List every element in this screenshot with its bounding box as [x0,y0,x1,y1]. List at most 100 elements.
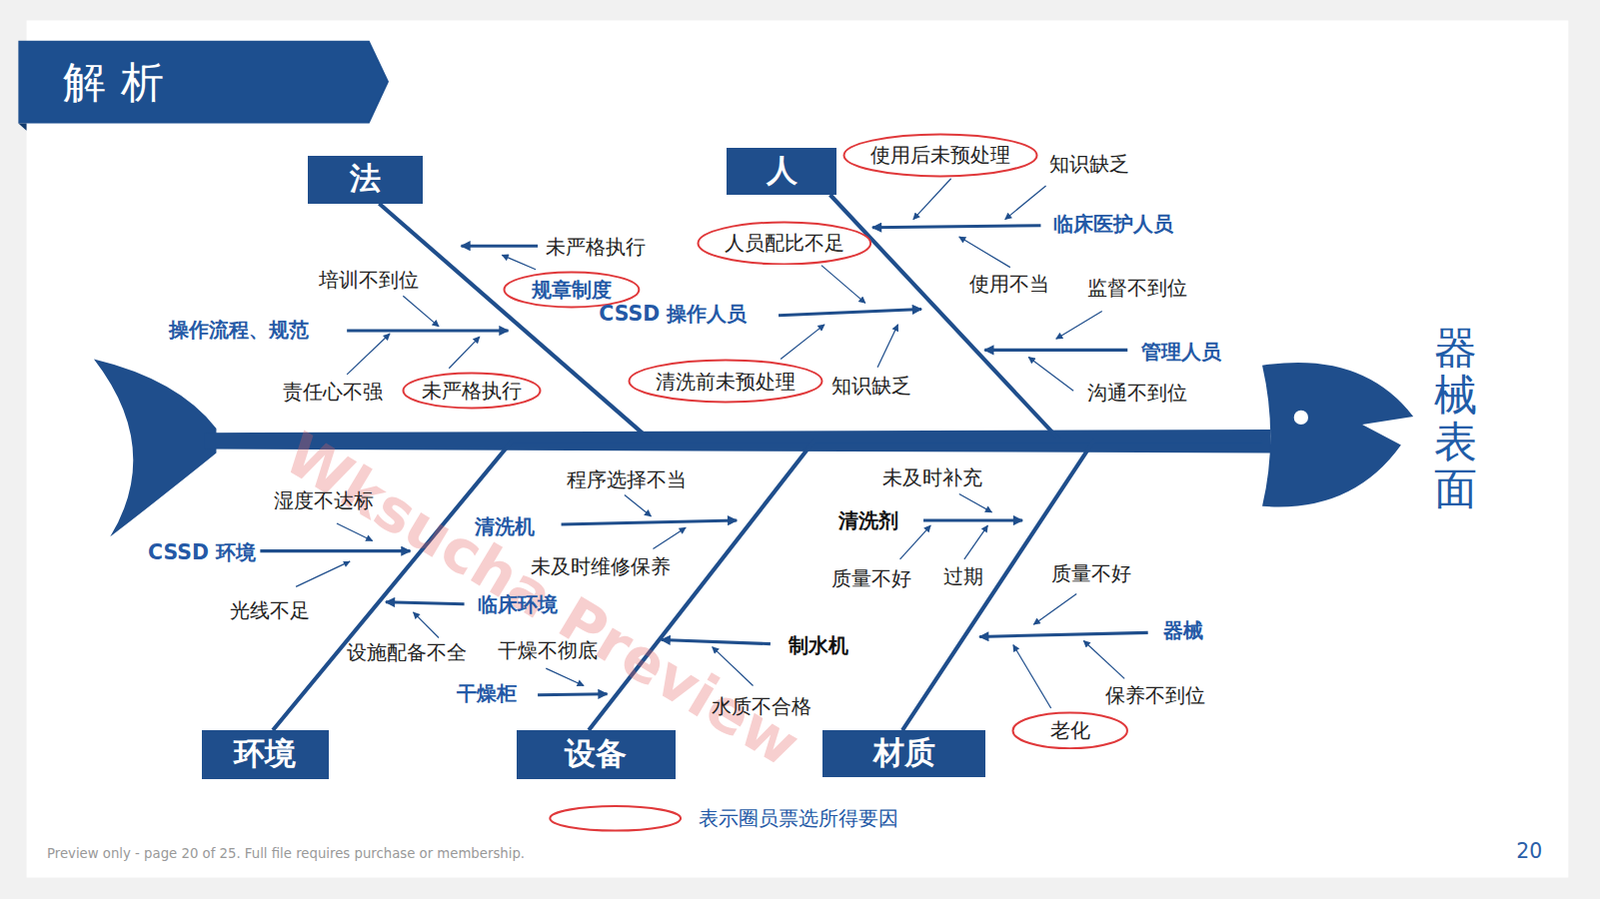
sub-bone-arrow [984,348,1128,352]
cause-text: 培训不到位 [318,267,419,293]
sub-category: 临床环境 [477,592,558,618]
cause-text: 程序选择不当 [566,467,687,493]
key-cause-ellipse: 未严格执行 [401,371,542,410]
banner-fold [17,123,26,131]
cause-arrow [821,265,866,304]
ellipse-shape [628,360,822,403]
category-label: 法 [349,160,381,198]
category-box: 设备 [516,730,676,780]
cause-arrow [1033,594,1077,626]
cause-text: 使用不当 [969,271,1050,297]
cause-arrow [780,324,825,360]
category-box: 环境 [201,730,329,780]
cause-arrow [501,254,536,269]
cause-arrow [913,178,952,220]
sub-bone-arrow [872,225,1041,228]
category-box: 材质 [822,730,986,778]
sub-bone-arrow [346,328,508,332]
key-cause-text: 使用后未预处理 [870,142,1011,168]
cause-text: 质量不好 [1051,561,1132,587]
cause-arrow [1028,357,1074,392]
main-bone [830,194,1263,441]
effect-label: 器械表面 [1434,324,1478,514]
main-bone [378,203,1263,441]
fish-head-outline [1262,362,1414,507]
fish-eye [1294,409,1309,424]
key-cause-text: 清洗前未预处理 [655,369,796,395]
category-label: 材质 [873,735,936,773]
sub-bone-arrow [537,694,607,696]
cause-arrow [1013,645,1052,709]
slide-title: 解析 [62,56,179,108]
cause-arrow [624,494,652,516]
cause-arrow [295,561,350,588]
ellipse-shape [503,271,639,307]
key-cause-text: 老化 [1050,718,1091,744]
key-cause-text: 未严格执行 [421,378,522,404]
cause-arrow [959,236,1011,268]
fish-head: 器械表面 [1260,324,1486,519]
cause-text: 未严格执行 [545,234,646,260]
cause-text: 湿度不达标 [273,488,374,514]
cause-arrow [959,493,993,512]
cause-text: 责任心不强 [282,379,383,405]
cause-text: 水质不合格 [711,693,812,719]
sub-bone-arrow [259,549,410,553]
cause-text: 监督不到位 [1087,275,1188,301]
legend-swatch [549,806,681,832]
sub-category: 清洗剂 [838,507,899,533]
sub-category: 干燥柜 [456,681,517,707]
cause-text: 质量不好 [831,566,912,592]
key-cause-ellipse: 人员配比不足 [696,220,873,266]
cause-arrow [652,527,686,549]
cause-text: 未及时维修保养 [530,553,671,579]
cause-arrow [712,647,754,687]
cause-arrow [346,333,390,375]
cause-arrow [1005,185,1047,220]
category-label: 设备 [564,736,627,774]
title-banner [17,40,389,124]
sub-bone-arrow [561,520,738,525]
slide-card [26,19,1570,878]
sub-bone-arrow [661,640,771,645]
cause-text: 干燥不彻底 [497,638,598,664]
category-box: 法 [307,155,423,204]
cause-arrow [545,668,584,686]
ellipse-shape [402,373,540,409]
cause-arrow [402,295,439,327]
key-cause-ellipse: 老化 [1011,711,1129,751]
sub-category: 制水机 [788,633,849,659]
sub-category: 清洗机 [474,514,535,540]
cause-text: 保养不到位 [1105,683,1206,709]
main-bone [272,440,1263,731]
cause-arrow [413,612,440,639]
ellipse-shape [698,221,872,264]
cause-arrow [964,525,988,560]
category-label: 人 [766,152,798,190]
ellipse-shape [1013,712,1128,749]
sub-bone-arrow [979,632,1148,637]
cause-text: 光线不足 [229,597,310,623]
sub-category: CSSD 操作人员 [598,301,747,327]
sub-category: 操作流程、规范 [168,317,309,343]
sub-category: 器械 [1163,618,1204,644]
preview-note: Preview only - page 20 of 25. Full file … [46,846,525,863]
key-cause-ellipse: 使用后未预处理 [842,132,1039,178]
key-cause-text: 人员配比不足 [724,230,845,256]
sub-category: 临床医护人员 [1053,210,1174,236]
sub-bone-arrow [923,518,1023,522]
main-bone [588,440,1263,731]
sub-bone-arrow [461,244,539,248]
sub-category: 管理人员 [1141,339,1222,365]
category-label: 环境 [233,736,296,774]
cause-arrow [900,525,932,560]
ellipse-shape [844,133,1038,176]
cause-text: 设施配备不全 [346,640,467,666]
page-number: 20 [1516,838,1543,864]
sub-category: CSSD 环境 [147,540,256,566]
sub-bone-arrow [385,602,465,605]
sub-bone-arrow [778,309,922,316]
cause-text: 未及时补充 [882,465,983,491]
fish-tail [93,359,217,538]
